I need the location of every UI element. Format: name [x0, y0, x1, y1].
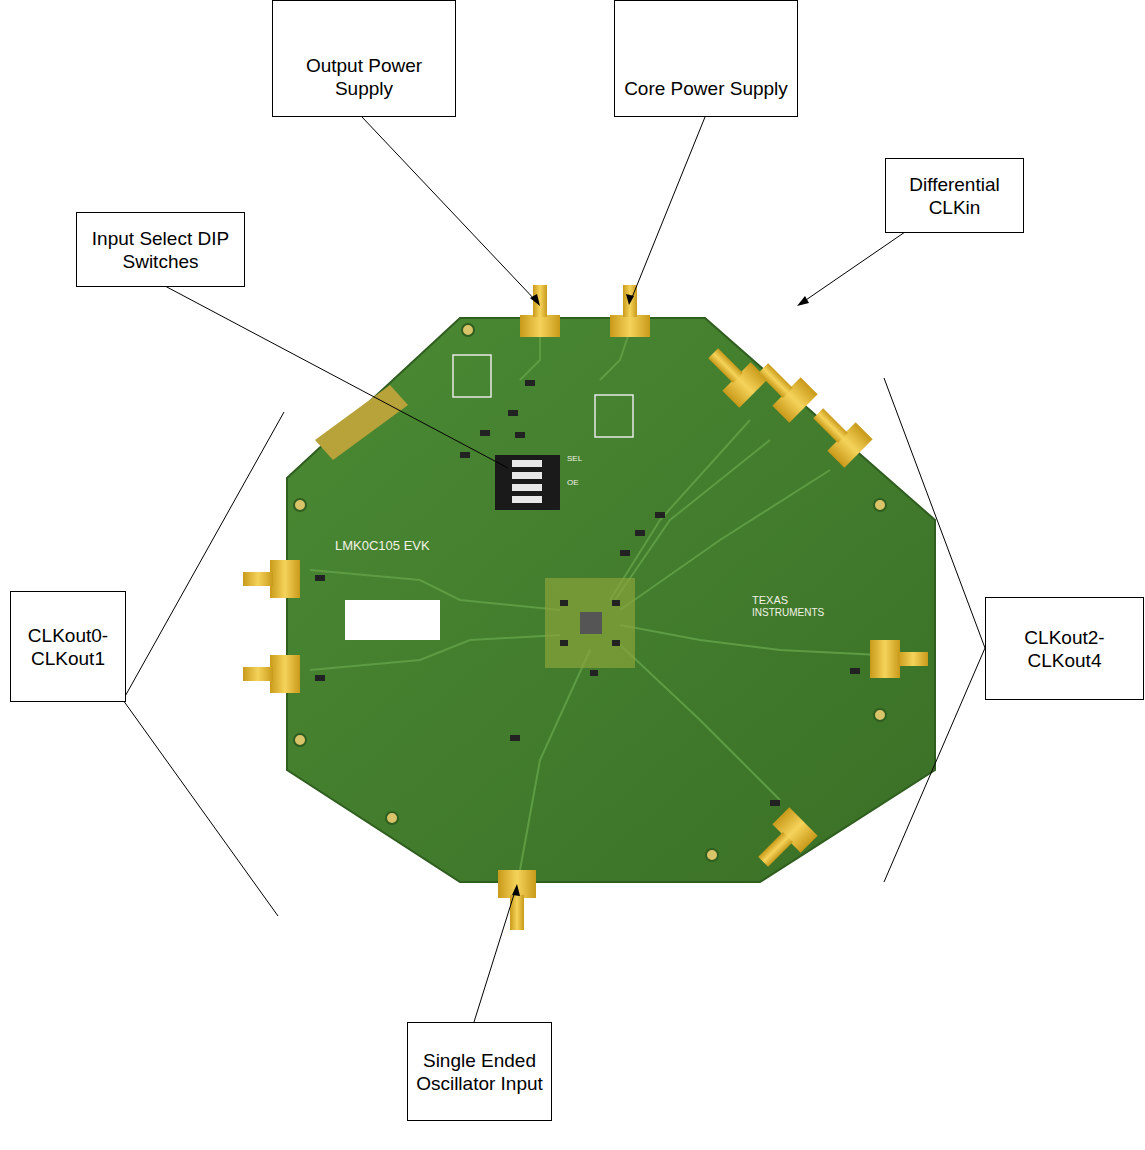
callout-box: Single Ended Oscillator Input — [407, 1022, 552, 1121]
callout-text: Input Select DIP Switches — [85, 227, 236, 273]
ground-pad — [315, 385, 408, 460]
mounting-holes — [294, 324, 886, 861]
dip-levers — [512, 460, 542, 503]
dip-switch — [495, 455, 560, 510]
silkscreen-text: OE — [567, 478, 579, 488]
silkscreen-text: LMK0C105 EVK — [335, 538, 430, 553]
callout-box: Core Power Supply — [614, 0, 798, 117]
jumper-block — [453, 355, 491, 397]
silkscreen-text: SEL — [567, 454, 582, 464]
callout-text: Core Power Supply — [624, 77, 788, 100]
leader-lines — [123, 117, 985, 1022]
leader-arrowheads — [512, 294, 809, 896]
callout-text: Single Ended Oscillator Input — [416, 1049, 543, 1095]
ground-pour — [545, 578, 635, 668]
silkscreen-text: TEXAS — [752, 594, 788, 607]
smd-components — [315, 380, 860, 806]
callout-text: CLKout2- CLKout4 — [994, 626, 1135, 672]
callout-box: CLKout0- CLKout1 — [10, 591, 126, 702]
callout-box: Differential CLKin — [885, 158, 1024, 233]
jumper-block — [595, 395, 633, 437]
callout-box: CLKout2- CLKout4 — [985, 597, 1144, 700]
callout-text: Differential CLKin — [894, 173, 1015, 219]
silkscreen-text: INSTRUMENTS — [752, 607, 824, 619]
callout-text: CLKout0- CLKout1 — [19, 624, 117, 670]
label-area — [345, 600, 440, 640]
callout-text: Output Power Supply — [281, 54, 447, 100]
callout-box: Output Power Supply — [272, 0, 456, 117]
callout-box: Input Select DIP Switches — [76, 212, 245, 287]
pcb-traces — [310, 330, 880, 870]
clock-buffer-ic — [580, 612, 602, 634]
